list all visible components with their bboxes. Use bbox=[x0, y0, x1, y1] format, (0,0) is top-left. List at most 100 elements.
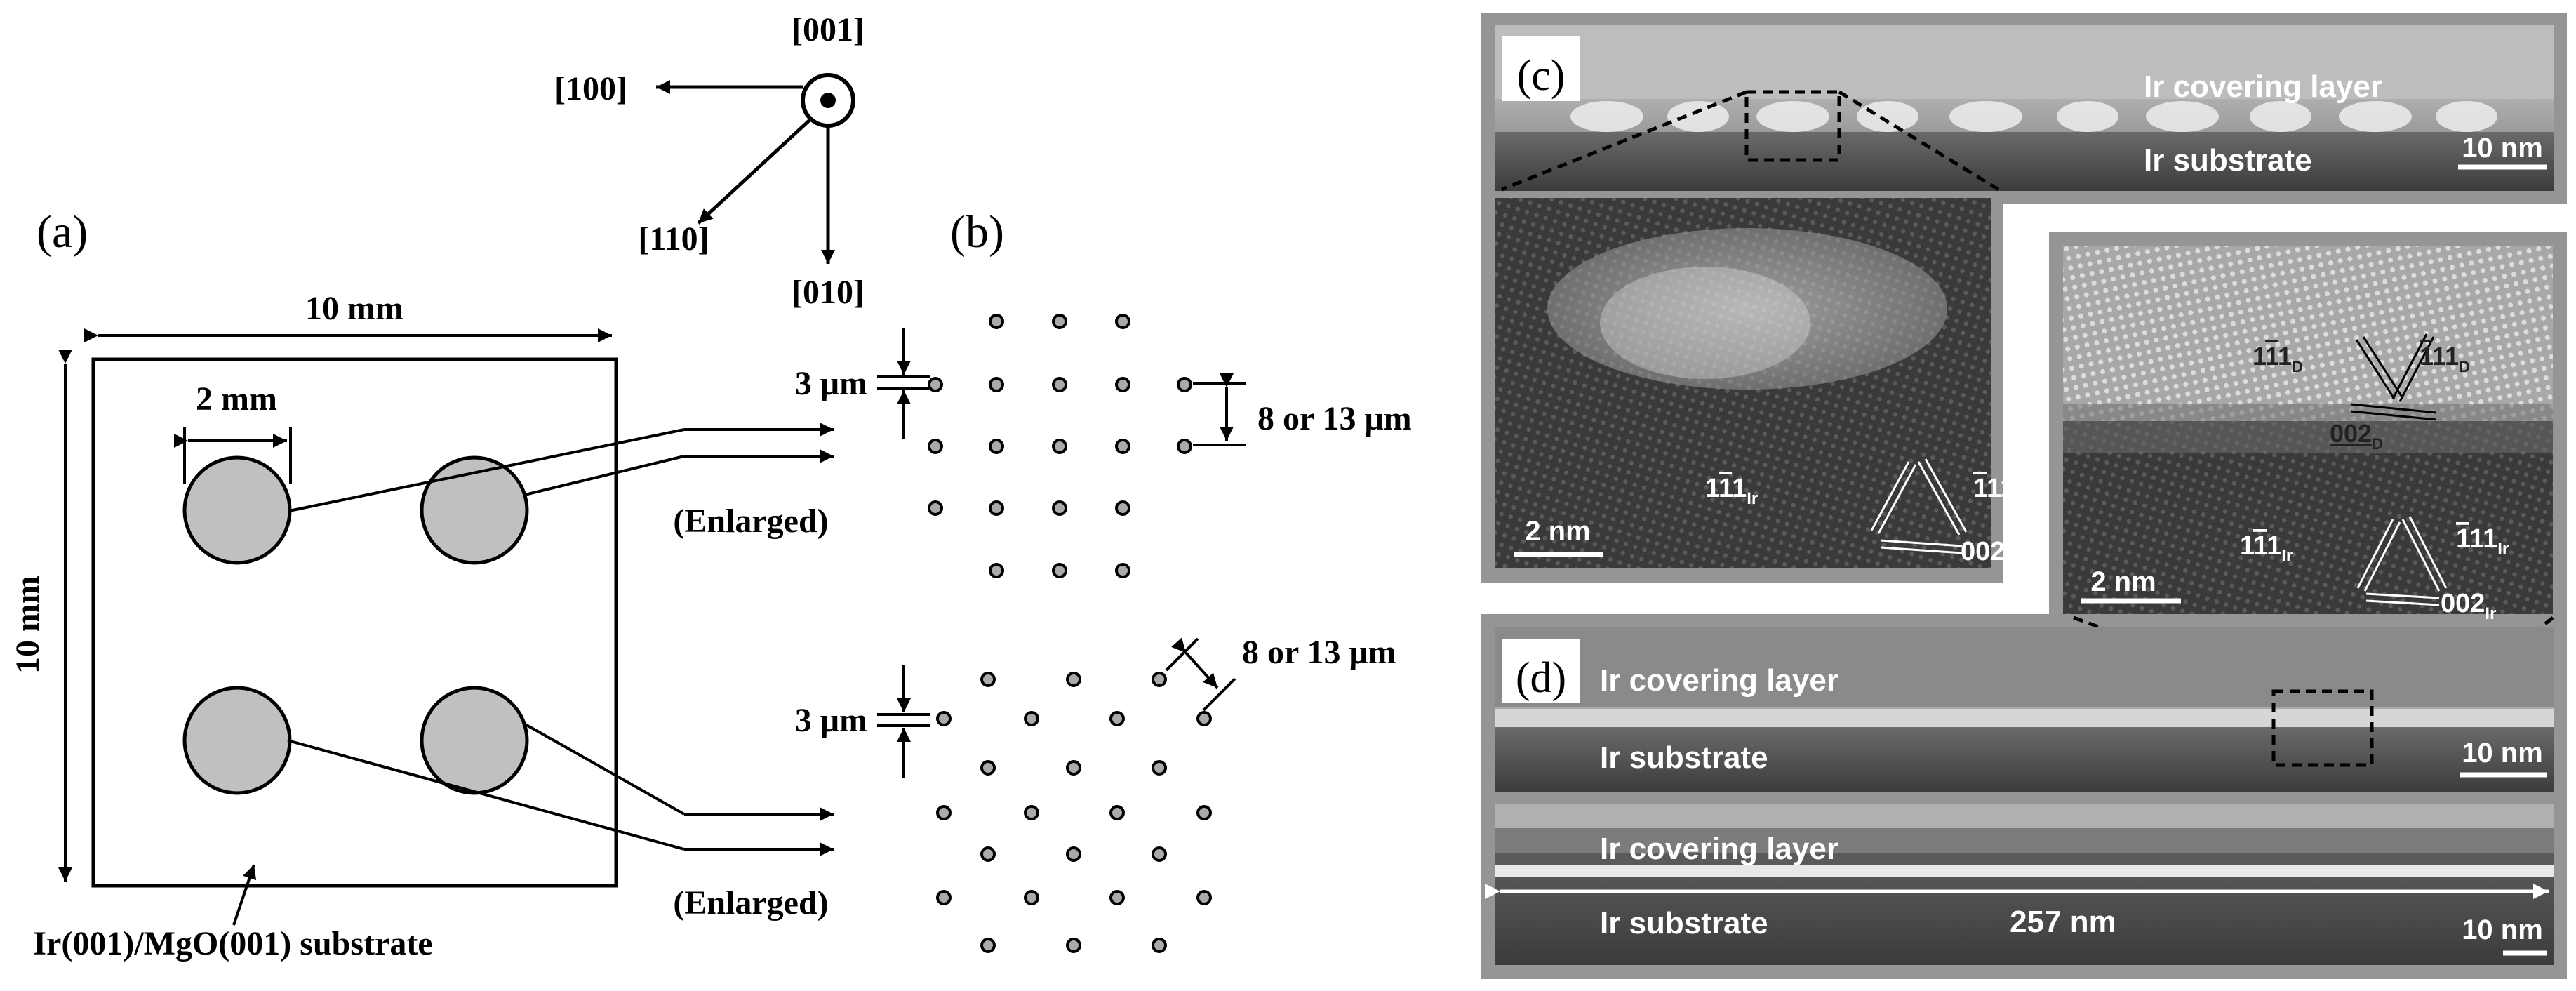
length-label: 257 nm bbox=[2010, 905, 2116, 939]
d-plane-ir-line-1b bbox=[2363, 521, 2401, 592]
panel-a: (a) 10 mm 10 mm 2 mm (Enlarged) (Enlarge… bbox=[9, 206, 834, 962]
substrate-pointer-arrow bbox=[232, 864, 257, 926]
array-dot bbox=[1052, 314, 1067, 329]
array-dot bbox=[1152, 760, 1167, 776]
spacing-bottom-arrow bbox=[1171, 637, 1219, 689]
panel-c-label-bg bbox=[1502, 36, 1580, 101]
d-plane-ir-label-3: 002Ir bbox=[2441, 589, 2496, 623]
diamond-nucleus bbox=[2339, 101, 2412, 132]
array-dot bbox=[1177, 439, 1192, 454]
width-label: 10 mm bbox=[305, 290, 403, 327]
d-plane-ir-line-2a bbox=[2401, 519, 2441, 592]
c-plane-line-3b bbox=[1880, 546, 1963, 554]
diamond-nucleus bbox=[1857, 101, 1918, 132]
array-dot bbox=[1115, 500, 1130, 516]
diamond-nucleus bbox=[2250, 101, 2311, 132]
diamond-nuclei-row bbox=[1570, 101, 2497, 132]
d-plane-d-line-3b bbox=[2350, 410, 2437, 421]
diamond-nucleus bbox=[1949, 101, 2022, 132]
panel-d-inset-interface bbox=[2063, 404, 2553, 453]
array-dot bbox=[1052, 377, 1067, 392]
panel-d-bottom-interface bbox=[1495, 865, 2554, 877]
panel-d-scale-bottom-label: 10 nm bbox=[2462, 914, 2543, 945]
d-plane-ir-label-2: 111Ir bbox=[2456, 524, 2509, 559]
d-plane-d-label-3: 002D bbox=[2330, 419, 2383, 453]
c-plane-line-2a bbox=[1917, 461, 1961, 536]
axis-010-label: [010] bbox=[792, 274, 865, 311]
array-dot bbox=[928, 439, 943, 454]
spacing-bottom-tick-1 bbox=[1165, 637, 1199, 672]
axis-110-label: [110] bbox=[638, 220, 709, 258]
c-plane-line-2b bbox=[1924, 458, 1968, 533]
array-dot bbox=[1152, 938, 1167, 953]
d-plane-d-line-2a bbox=[2391, 333, 2428, 399]
pattern-circle-top-right bbox=[420, 455, 529, 565]
array-dot bbox=[936, 711, 952, 726]
array-dot bbox=[1115, 563, 1130, 578]
d-plane-ir-line-3a bbox=[2365, 592, 2440, 599]
panel-d-label-bg bbox=[1502, 639, 1580, 703]
array-dot bbox=[980, 760, 996, 776]
substrate-square bbox=[91, 357, 618, 888]
array-dot bbox=[1052, 500, 1067, 516]
panel-b: (b) 3 μm 8 or 13 μm 3 μm 8 or 13 μm bbox=[795, 206, 1412, 953]
panel-d-substrate-band bbox=[1495, 727, 2554, 792]
axis-100-label: [100] bbox=[554, 70, 627, 107]
dot-array-hexagonal bbox=[936, 672, 1212, 953]
array-dot bbox=[1066, 938, 1081, 953]
panel-d-covering-label: Ir covering layer bbox=[1600, 663, 1838, 698]
panel-c-zoom-line-left bbox=[1501, 90, 1747, 192]
array-dot bbox=[1052, 439, 1067, 454]
panel-d-scale-top-label: 10 nm bbox=[2462, 738, 2543, 769]
diamond-nucleus bbox=[1667, 101, 1729, 132]
circle-size-label: 2 mm bbox=[196, 380, 277, 418]
array-dot bbox=[1196, 805, 1212, 820]
array-dot bbox=[1052, 563, 1067, 578]
c-plane-line-3a bbox=[1880, 539, 1963, 547]
array-dot bbox=[1115, 377, 1130, 392]
axis-out-of-plane-dot bbox=[820, 93, 836, 108]
spacing-label-bottom: 8 or 13 μm bbox=[1242, 634, 1396, 671]
array-dot bbox=[980, 938, 996, 953]
c-plane-line-1a bbox=[1870, 461, 1910, 531]
pattern-circle-bottom-left bbox=[182, 686, 292, 795]
d-plane-d-label-1: 111D bbox=[2253, 342, 2303, 375]
panel-d-bottom-substrate-label: Ir substrate bbox=[1600, 906, 1768, 940]
spacing-bottom-tick-2 bbox=[1202, 677, 1236, 712]
d-plane-d-line-3a bbox=[2350, 403, 2437, 414]
array-dot bbox=[1066, 760, 1081, 776]
d-plane-ir-label-1: 111Ir bbox=[2240, 531, 2293, 566]
panel-c: (c) Ir covering layer Ir substrate 10 nm… bbox=[1481, 13, 2567, 583]
panel-c-inset-nucleus bbox=[1547, 228, 1947, 390]
enlarge-line-bottom-1 bbox=[287, 739, 685, 851]
substrate-label: Ir(001)/MgO(001) substrate bbox=[33, 925, 432, 962]
array-dot bbox=[1177, 377, 1192, 392]
d-plane-d-line-2b bbox=[2398, 336, 2435, 402]
panel-d-inset-diamond bbox=[2063, 246, 2553, 421]
enlarged-label-top: (Enlarged) bbox=[673, 503, 828, 540]
array-dot bbox=[1109, 711, 1125, 726]
c-plane-label-3: 002Ir bbox=[1961, 537, 2016, 571]
height-label: 10 mm bbox=[9, 576, 46, 674]
panel-a-label: (a) bbox=[36, 206, 88, 258]
c-plane-line-1b bbox=[1877, 464, 1917, 534]
panel-c-inset-nucleus-core bbox=[1600, 267, 1810, 379]
panel-c-scale-inset-label: 2 nm bbox=[1525, 516, 1590, 547]
array-dot bbox=[989, 500, 1004, 516]
panel-c-covering-label: Ir covering layer bbox=[2144, 69, 2382, 104]
axis-110-arrow bbox=[697, 118, 812, 225]
diamond-nucleus bbox=[2436, 101, 2497, 132]
c-plane-label-1: 111Ir bbox=[1705, 474, 1758, 508]
panel-c-covering-band bbox=[1495, 25, 2554, 99]
d-plane-d-label-2: 111D bbox=[2420, 342, 2470, 375]
panel-d-substrate-label: Ir substrate bbox=[1600, 740, 1768, 775]
diamond-nucleus bbox=[2057, 101, 2118, 132]
pattern-circle-top-left bbox=[182, 455, 292, 565]
array-dot bbox=[1196, 890, 1212, 905]
array-dot bbox=[1115, 314, 1130, 329]
c-plane-label-2: 111Ir bbox=[1973, 474, 2026, 508]
enlarged-label-bottom: (Enlarged) bbox=[673, 884, 828, 922]
array-dot bbox=[989, 563, 1004, 578]
array-dot bbox=[980, 846, 996, 862]
panel-c-scale-top-label: 10 nm bbox=[2462, 133, 2543, 164]
